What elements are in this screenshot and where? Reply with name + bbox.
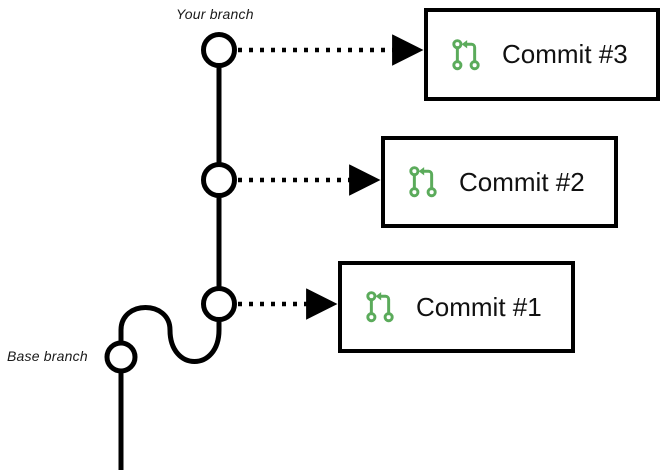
base-branch-node[interactable] bbox=[104, 340, 138, 374]
commit-label-1: Commit #1 bbox=[416, 291, 542, 322]
base-branch-label: Base branch bbox=[7, 348, 88, 364]
arrow-head-icon bbox=[418, 167, 425, 176]
commit-card-2[interactable]: Commit #2 bbox=[381, 136, 618, 228]
commit-node-1[interactable] bbox=[201, 286, 237, 322]
your-branch-label: Your branch bbox=[176, 6, 254, 22]
git-merge-icon bbox=[452, 38, 480, 70]
commit-label-2: Commit #2 bbox=[459, 166, 585, 197]
arrow-head-icon bbox=[375, 292, 382, 301]
git-merge-icon bbox=[366, 291, 394, 323]
commit-label-3: Commit #3 bbox=[502, 39, 628, 69]
arrow-head-icon bbox=[461, 39, 468, 48]
commit-card-1[interactable]: Commit #1 bbox=[338, 261, 575, 353]
commit-card-3[interactable]: Commit #3 bbox=[424, 8, 660, 101]
git-merge-icon bbox=[409, 166, 437, 198]
base-branch-line bbox=[118, 304, 222, 470]
commit-node-3[interactable] bbox=[201, 32, 237, 68]
commit-node-2[interactable] bbox=[201, 162, 237, 198]
